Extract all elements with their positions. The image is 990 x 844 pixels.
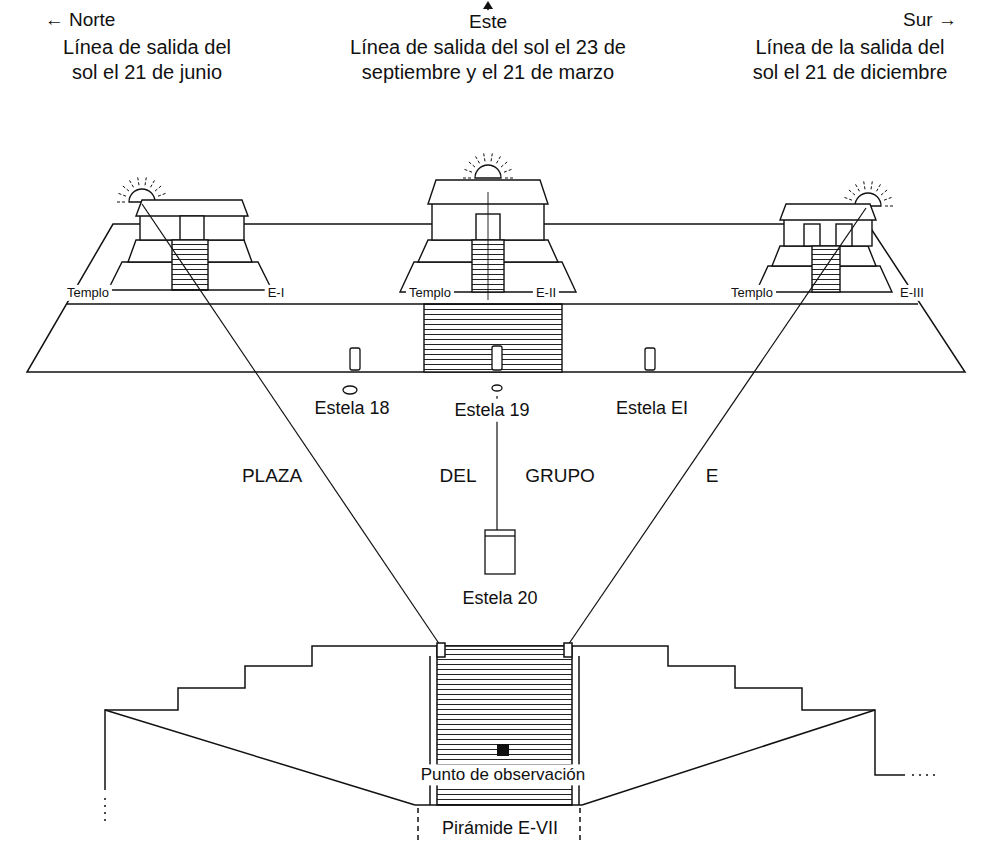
temple-label: E-I xyxy=(265,285,288,301)
sun-june xyxy=(117,177,167,202)
sunrise-note: Línea de la salida del sol el 21 de dici… xyxy=(717,35,983,85)
plaza-word: E xyxy=(703,464,722,488)
direction-label: Sur → xyxy=(900,8,960,32)
temple-label: E-III xyxy=(897,285,927,301)
plaza-word: DEL xyxy=(437,464,480,488)
stela-label: Estela 19 xyxy=(451,399,532,422)
sun-equinox xyxy=(463,153,513,178)
pyramid-e7 xyxy=(105,643,938,844)
temple-e1 xyxy=(108,200,272,290)
temple-label: Templo xyxy=(728,285,776,301)
stela-label: Estela 18 xyxy=(311,397,392,420)
sunrise-note: Línea de salida del sol el 21 de junio xyxy=(4,35,290,85)
direction-label: Este xyxy=(466,10,510,34)
equinox-axis xyxy=(488,192,489,300)
sunrise-note: Línea de salida del sol el 23 de septiem… xyxy=(305,35,671,85)
plaza-word: PLAZA xyxy=(239,464,305,488)
temple-label: E-II xyxy=(533,285,559,301)
stelae xyxy=(343,346,655,574)
plaza-platform xyxy=(27,224,965,372)
pyramid-label: Pirámide E-VII xyxy=(439,817,561,840)
temple-e2 xyxy=(400,180,576,372)
observation-point xyxy=(497,744,509,756)
observation-label: Punto de observación xyxy=(418,764,588,785)
direction-label: ← Norte xyxy=(42,8,119,32)
plaza-word: GRUPO xyxy=(522,464,598,488)
sun-december xyxy=(843,181,893,206)
stela-label: Estela 20 xyxy=(459,587,540,610)
temple-label: Templo xyxy=(406,285,454,301)
stela-label: Estela EI xyxy=(613,397,691,420)
temple-label: Templo xyxy=(64,285,112,301)
temple-e3 xyxy=(756,204,892,292)
